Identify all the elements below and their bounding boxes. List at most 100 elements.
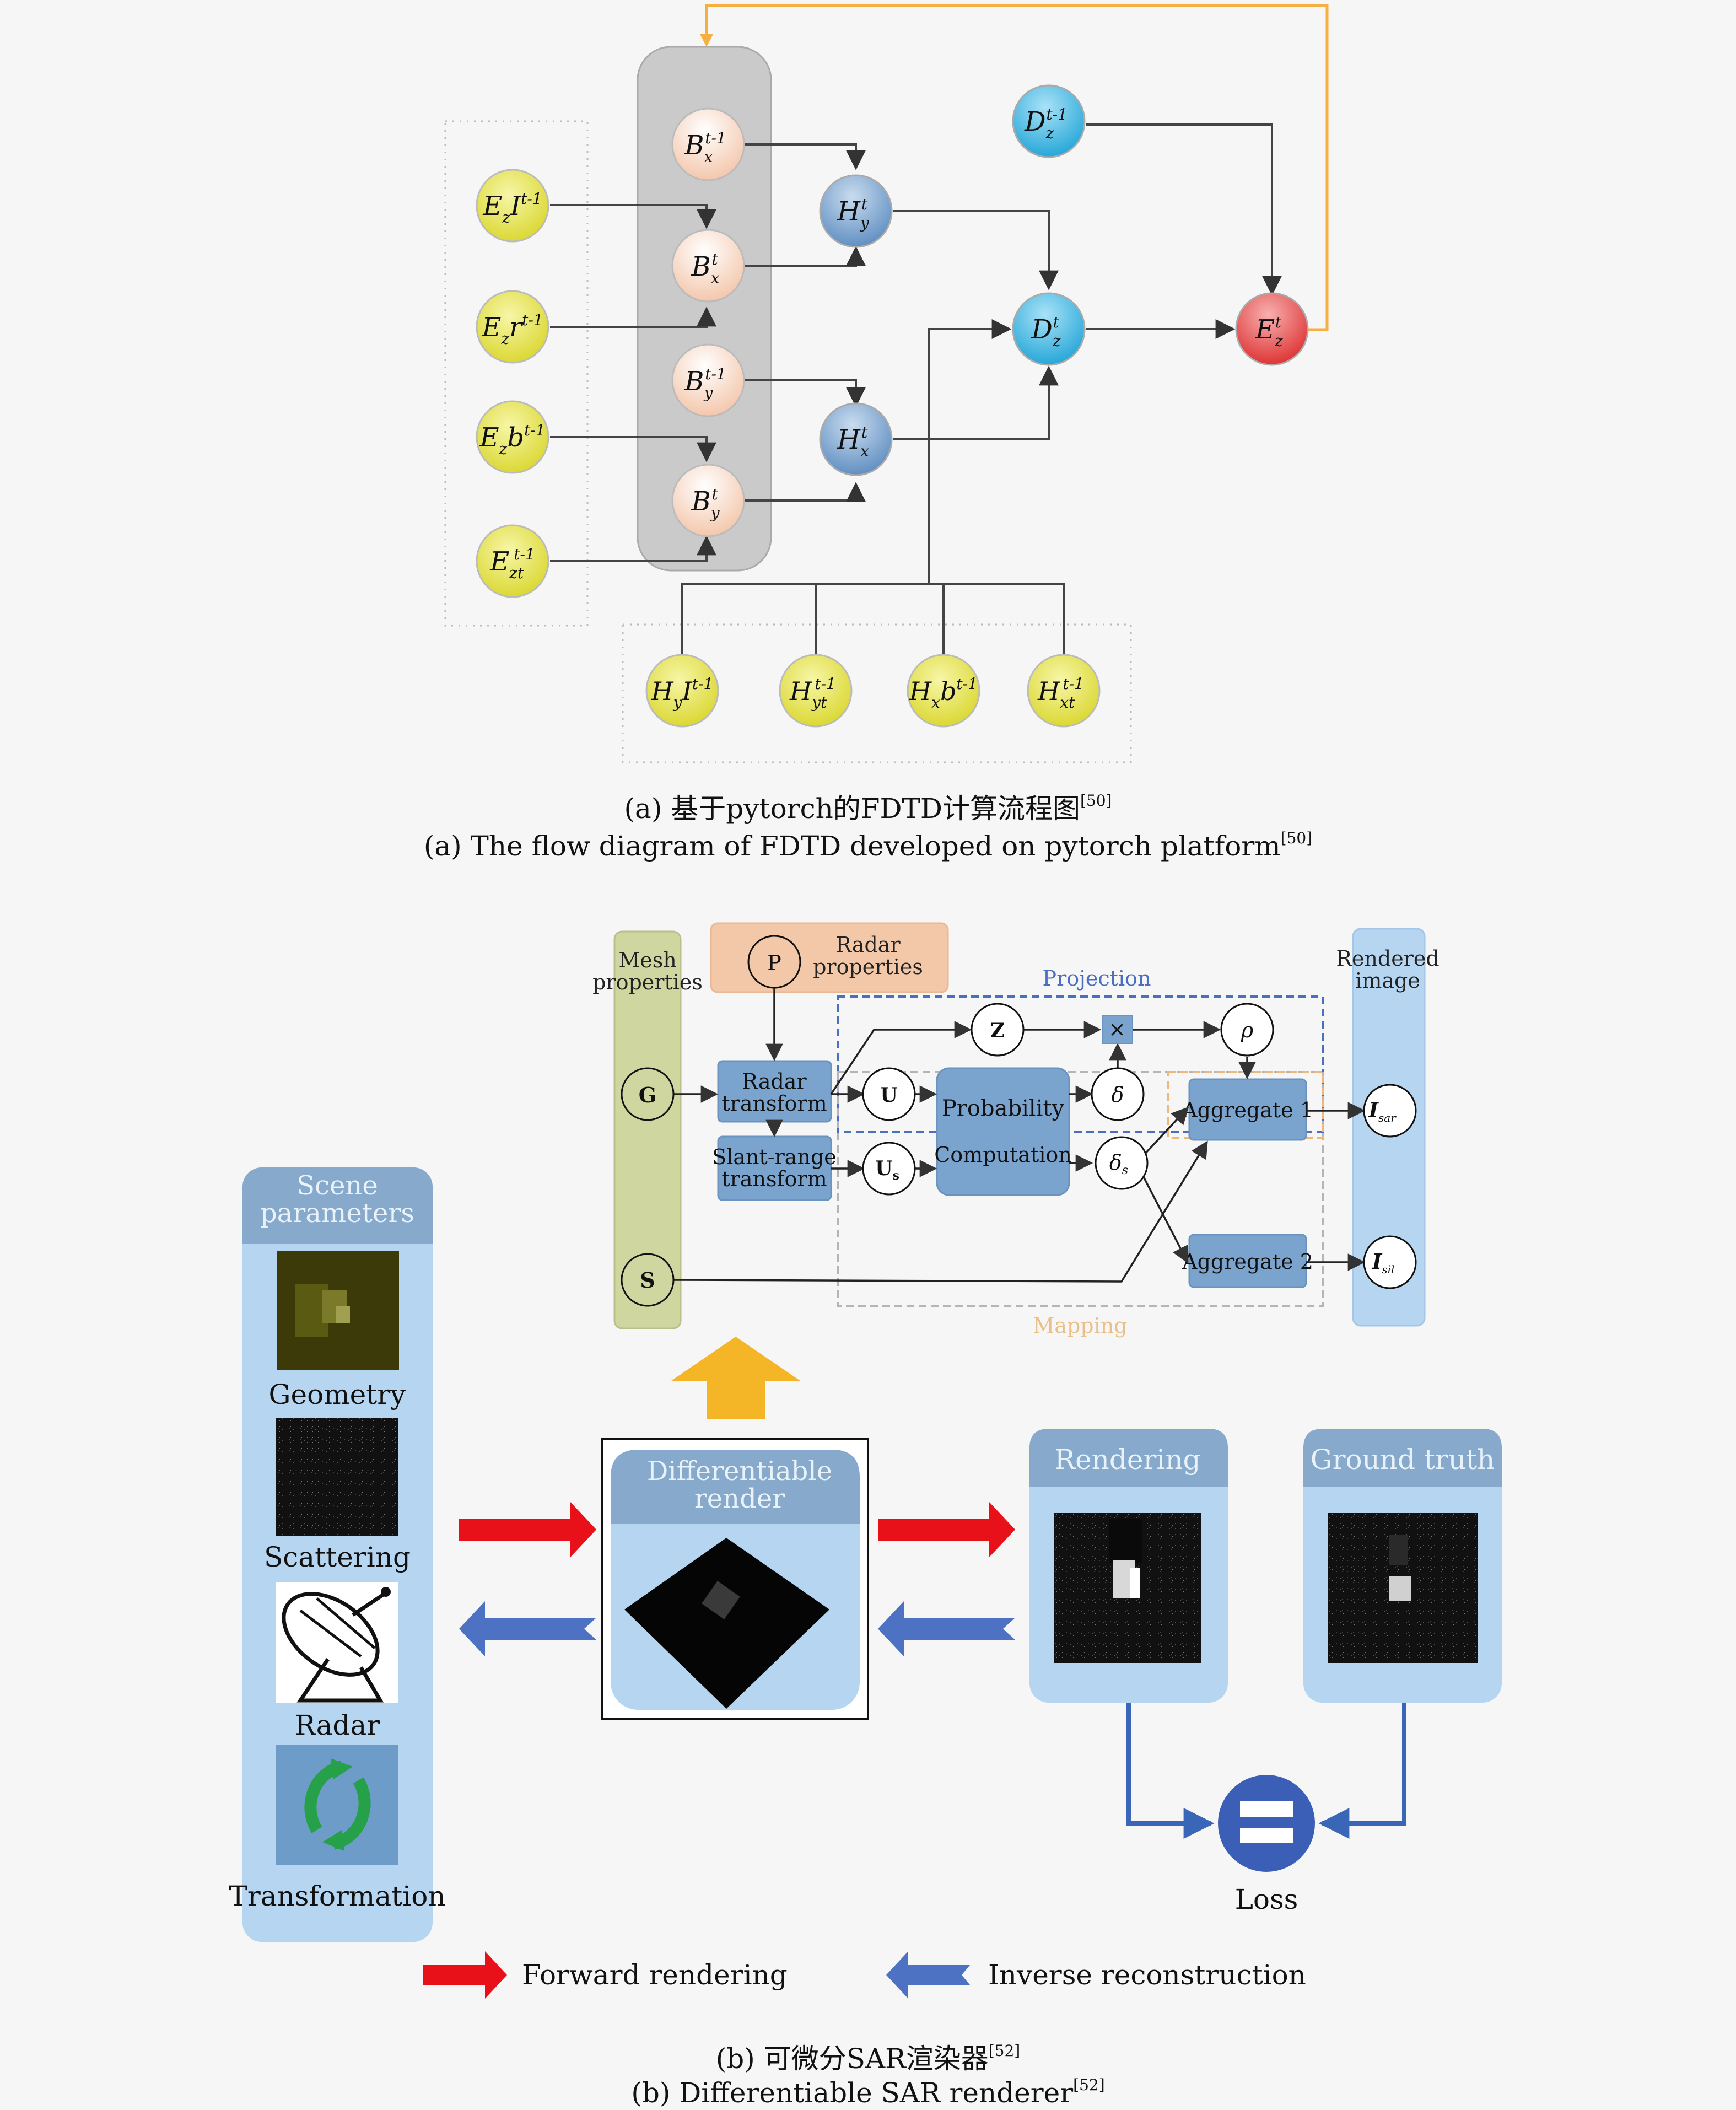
transformation-icon (276, 1745, 398, 1865)
radar-label: Radar (295, 1709, 380, 1741)
loss-label: Loss (1235, 1883, 1298, 1915)
ground-truth-image (1328, 1513, 1478, 1663)
circle-u: U (862, 1067, 916, 1121)
node-ez: Ezt (1235, 292, 1309, 366)
legend-forward-arrow (423, 1951, 507, 1999)
svg-text:EzIt-1: EzIt-1 (482, 190, 542, 227)
caption-b-en: (b) Differentiable SAR renderer[52] (631, 2076, 1105, 2109)
probability-label: Probability (942, 1096, 1065, 1121)
rendering-label: Rendering (1054, 1444, 1200, 1476)
svg-text:Eztt-1: Eztt-1 (489, 545, 535, 582)
circle-delta: δ (1091, 1067, 1145, 1121)
caption-b-cn: (b) 可微分SAR渲染器[52] (715, 2042, 1021, 2075)
render-diamond (624, 1538, 829, 1709)
node-ezb: Ezbt-1 (476, 400, 549, 474)
loss-icon (1218, 1775, 1315, 1872)
aggregate1-label: Aggregate 1 (1182, 1098, 1313, 1122)
forward-arrow-1 (459, 1502, 596, 1557)
svg-text:Us: Us (875, 1157, 899, 1183)
transformation-label: Transformation (229, 1880, 445, 1912)
feedback-line (705, 4, 1329, 331)
circle-times: × (1102, 1015, 1133, 1044)
node-dz-prev: Dzt-1 (1012, 84, 1086, 158)
projection-label: Projection (1043, 966, 1151, 991)
svg-text:Isar: Isar (1368, 1097, 1397, 1124)
svg-text:Dzt: Dzt (1031, 313, 1060, 350)
svg-text:Hxt: Hxt (837, 423, 869, 460)
mapping-label: Mapping (1033, 1314, 1127, 1338)
svg-text:Ezbt-1: Ezbt-1 (479, 421, 545, 458)
svg-text:Ezt: Ezt (1255, 313, 1283, 350)
circle-isil: Isil (1363, 1235, 1417, 1289)
node-hxb: Hxbt-1 (907, 654, 980, 728)
svg-text:Hyt: Hyt (837, 195, 870, 232)
svg-text:S: S (640, 1268, 655, 1293)
svg-text:δs: δs (1109, 1150, 1128, 1177)
circle-rho: ρ (1220, 1003, 1274, 1057)
mesh-column (613, 930, 682, 1329)
probability-box (936, 1067, 1070, 1196)
ground-truth-label: Ground truth (1311, 1444, 1495, 1476)
svg-text:ρ: ρ (1241, 1018, 1254, 1042)
svg-text:P: P (767, 951, 781, 975)
circle-z: Z (971, 1003, 1025, 1057)
up-arrow (671, 1337, 800, 1419)
svg-text:Ezrt-1: Ezrt-1 (481, 311, 543, 348)
node-by: Byt (671, 464, 745, 537)
node-hx: Hxt (819, 402, 893, 476)
scattering-label: Scattering (264, 1541, 411, 1573)
radar-dish-icon (276, 1582, 398, 1703)
aggregate2-box (1188, 1234, 1307, 1288)
node-ezr: Ezrt-1 (476, 290, 549, 364)
node-bx-prev: Bxt-1 (671, 107, 745, 181)
node-ezi: EzIt-1 (476, 169, 549, 243)
rendering-image (1054, 1513, 1201, 1663)
loss-edges (1126, 1703, 1406, 1839)
svg-text:Z: Z (990, 1019, 1005, 1042)
inverse-arrow-1 (459, 1601, 596, 1656)
panel-a: EzIt-1 Ezrt-1 Ezbt-1 Eztt-1 Bxt-1 Bxt By… (444, 4, 1329, 763)
aggregate2-label: Aggregate 2 (1182, 1250, 1313, 1274)
inverse-arrow-2 (878, 1601, 1015, 1656)
svg-text:Hytt-1: Hytt-1 (789, 675, 836, 712)
legend-forward-label: Forward rendering (522, 1959, 788, 1991)
scattering-thumb (276, 1418, 398, 1536)
legend-inverse-arrow (886, 1951, 970, 1999)
feedback-arrow (700, 34, 713, 47)
node-hy: Hyt (819, 174, 893, 248)
svg-text:G: G (639, 1083, 656, 1107)
projection-region (837, 995, 1324, 1133)
svg-text:Hxtt-1: Hxtt-1 (1037, 675, 1084, 712)
computation-label: Computation (934, 1143, 1072, 1167)
circle-isar: Isar (1363, 1084, 1417, 1138)
caption-a-cn: (a) 基于pytorch的FDTD计算流程图[50] (624, 792, 1112, 825)
mapping-region (837, 1071, 1324, 1307)
node-ezt: Eztt-1 (476, 524, 549, 598)
svg-text:Byt-1: Byt-1 (684, 365, 726, 402)
svg-text:Bxt-1: Bxt-1 (684, 129, 726, 166)
circle-delta-s: δs (1095, 1136, 1149, 1190)
geometry-thumb (277, 1251, 399, 1370)
node-dz: Dzt (1012, 292, 1086, 366)
node-by-prev: Byt-1 (671, 343, 745, 417)
node-hyt: Hytt-1 (779, 654, 853, 728)
circle-s: S (621, 1253, 675, 1307)
svg-text:×: × (1108, 1017, 1126, 1041)
node-hyi: HyIt-1 (645, 654, 719, 728)
node-bx: Bxt (671, 229, 745, 303)
svg-text:Hxbt-1: Hxbt-1 (909, 675, 978, 712)
svg-text:Isil: Isil (1372, 1249, 1395, 1276)
input-group-left (444, 120, 589, 627)
forward-arrow-2 (878, 1502, 1015, 1557)
circle-p: P (747, 935, 801, 989)
svg-text:HyIt-1: HyIt-1 (651, 675, 714, 712)
